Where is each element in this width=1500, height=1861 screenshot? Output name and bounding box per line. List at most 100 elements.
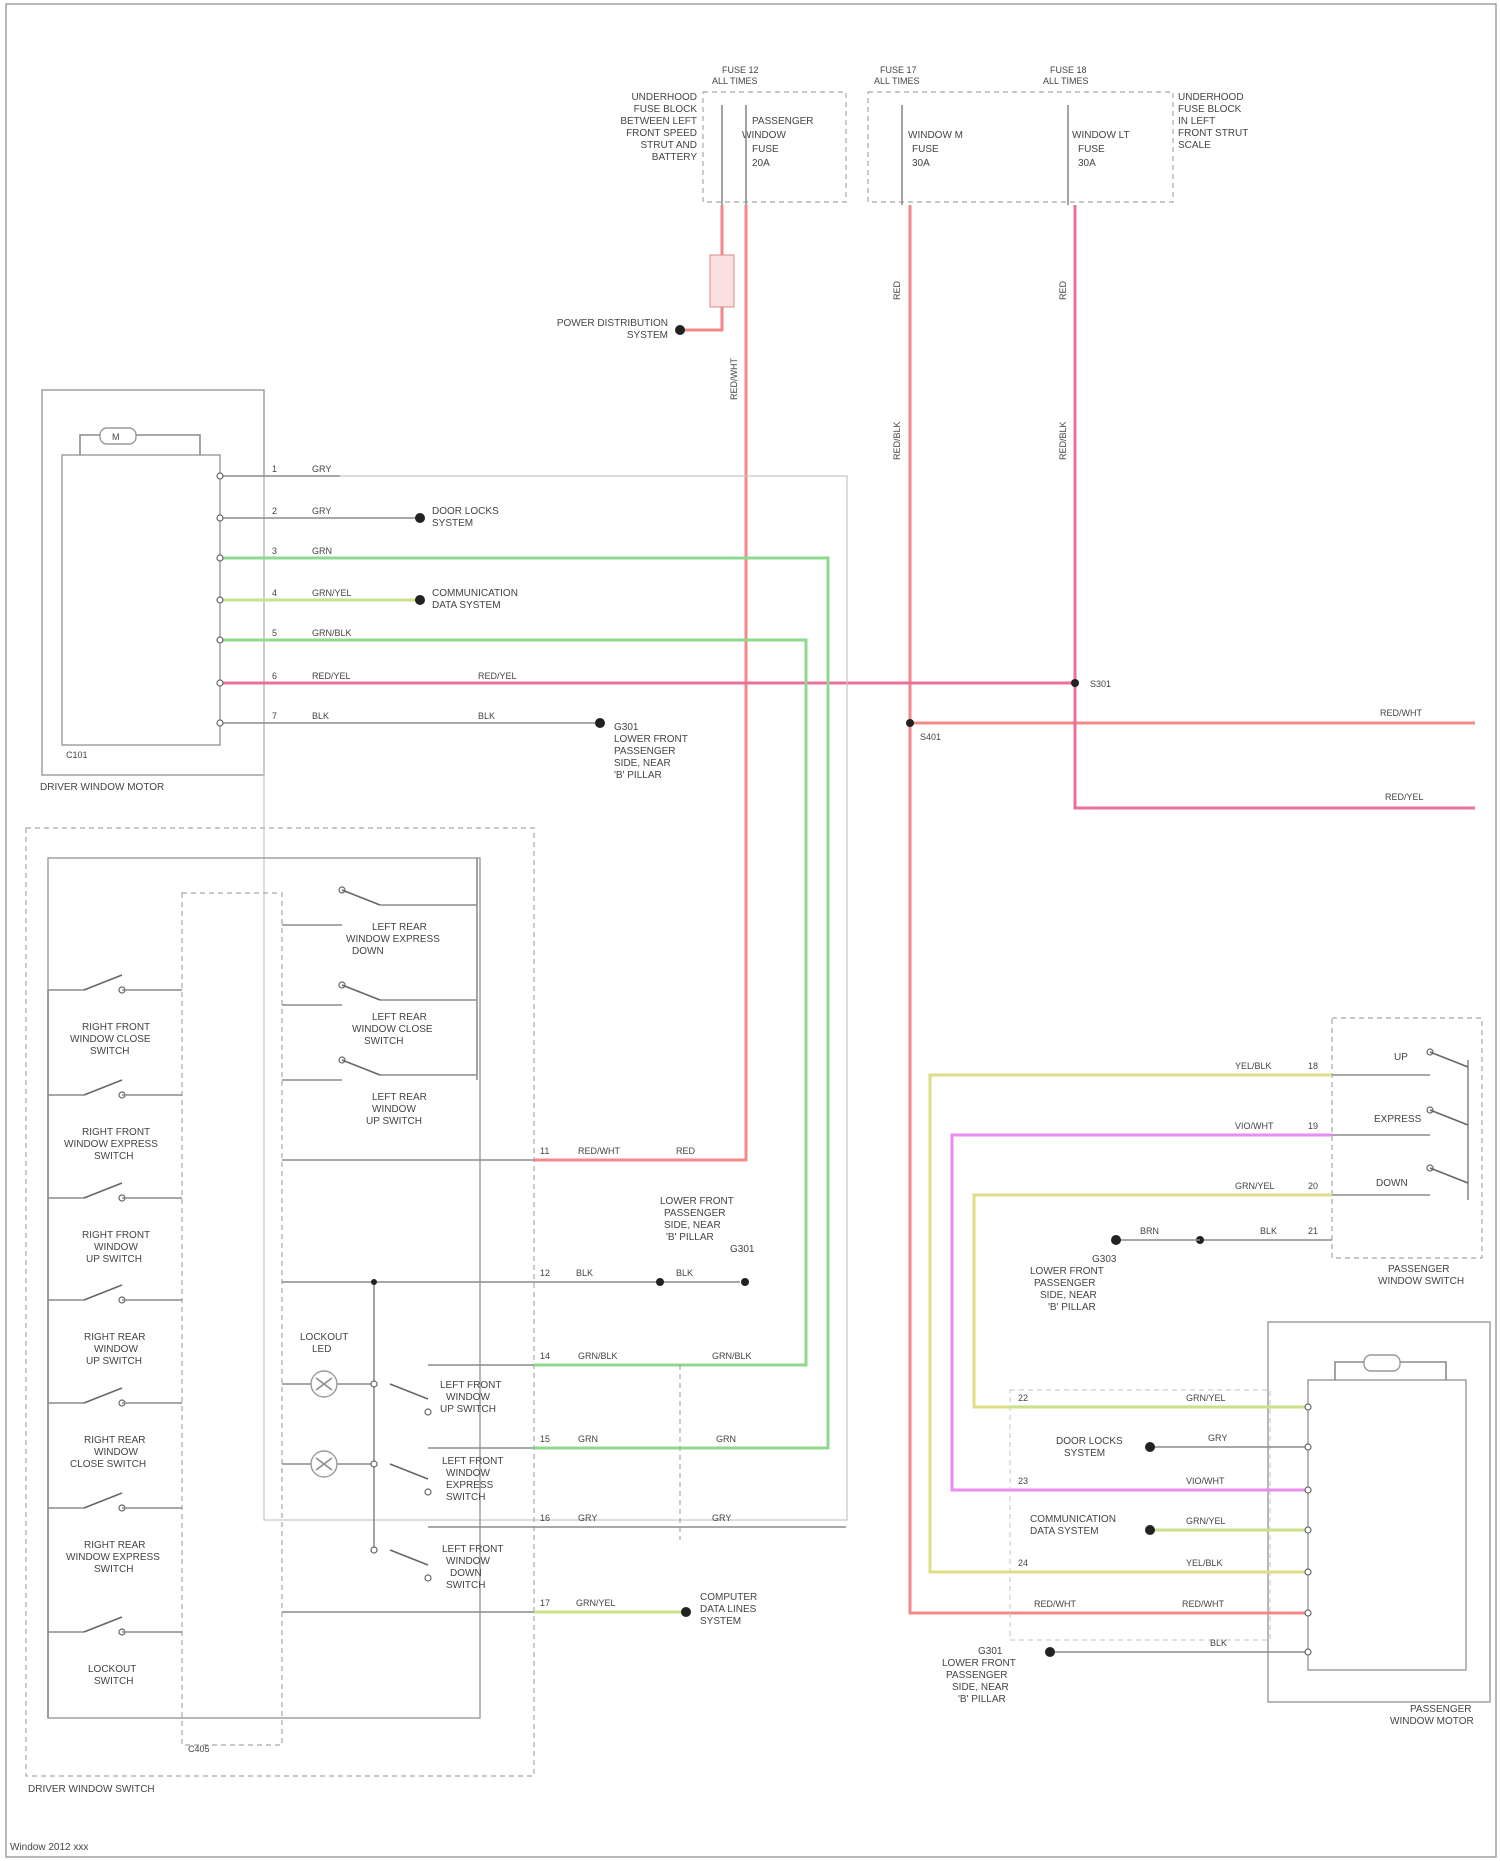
diagram-frame <box>6 4 1496 1857</box>
fuse-element-icon <box>710 255 734 307</box>
switch-left-rear-down: LEFT REAR WINDOW EXPRESS DOWN <box>282 887 477 957</box>
fuse-note-line: FUSE BLOCK <box>1178 104 1242 115</box>
wire-label: GRY <box>578 1513 597 1523</box>
pin-number: 22 <box>1018 1393 1028 1403</box>
fuse-c-text: WINDOW LT <box>1072 130 1130 141</box>
switch-label: UP <box>1394 1052 1408 1063</box>
switch-label: LEFT REAR <box>372 1012 427 1023</box>
switch-label: WINDOW <box>446 1468 490 1479</box>
switch-label: RIGHT FRONT <box>82 1022 150 1033</box>
ground-note: PASSENGER <box>946 1670 1008 1681</box>
ground-note: 'B' PILLAR <box>1048 1302 1096 1313</box>
component-title: DRIVER WINDOW SWITCH <box>28 1784 155 1795</box>
ground-note: PASSENGER <box>1034 1278 1096 1289</box>
fuse-c-title: FUSE 18 <box>1050 65 1087 75</box>
fuse-block-left: FUSE 12 ALL TIMES UNDERHOOD FUSE BLOCK B… <box>620 65 846 205</box>
switch-label: LEFT REAR <box>372 922 427 933</box>
component-title: PASSENGER <box>1410 1704 1472 1715</box>
fuse-note-line: IN LEFT <box>1178 116 1215 127</box>
fuse-a-text: WINDOW <box>742 130 786 141</box>
pin-number: 7 <box>272 711 277 721</box>
switch-label: WINDOW <box>94 1242 138 1253</box>
comm-bus-label: DATA SYSTEM <box>1030 1526 1099 1537</box>
wire-label: BLK <box>478 711 495 721</box>
switch-label: WINDOW <box>446 1556 490 1567</box>
pin-number: 24 <box>1018 1558 1028 1568</box>
splice-dot <box>906 719 914 727</box>
passenger-motor-wires: GRN/YEL 22 GRY DOOR LOCKS SYSTEM VIO/WHT… <box>942 1393 1311 1705</box>
switch-label: WINDOW <box>446 1392 490 1403</box>
driver-window-motor: M C101 DRIVER WINDOW MOTOR <box>40 390 264 793</box>
splice-dot <box>1071 679 1079 687</box>
wire-label: RED <box>892 280 902 300</box>
wire-label: GRN/BLK <box>712 1351 752 1361</box>
pin-number: 15 <box>540 1434 550 1444</box>
fuse-note-line: FUSE BLOCK <box>634 104 698 115</box>
driver-switch-harness: 11 RED/WHT RED 12 BLK BLK LOWER FRONT PA… <box>534 1146 846 1627</box>
computer-data-label: COMPUTER <box>700 1592 757 1603</box>
passenger-window-switch: PASSENGER WINDOW SWITCH UP EXPRESS DOWN <box>1332 1018 1482 1287</box>
driver-switch-rear-group: LEFT REAR WINDOW EXPRESS DOWN LEFT REAR … <box>282 858 534 1612</box>
led-label: LOCKOUT <box>300 1332 348 1343</box>
pass-switch-express: EXPRESS <box>1332 1107 1468 1135</box>
switch-label: DOWN <box>352 946 384 957</box>
switch-label: UP SWITCH <box>366 1116 422 1127</box>
ground-note: 'B' PILLAR <box>614 770 662 781</box>
power-dist-label: POWER DISTRIBUTION <box>557 318 668 329</box>
wire-label: GRN/YEL <box>576 1598 616 1608</box>
fuse-a-title: FUSE 12 <box>722 65 759 75</box>
wire-label: GRY <box>312 506 331 516</box>
ground-note: SIDE, NEAR <box>952 1682 1009 1693</box>
fuse-b-text: WINDOW M <box>908 130 963 141</box>
fuse-a-text: FUSE <box>752 144 779 155</box>
pin-number: 5 <box>272 628 277 638</box>
wire-label: GRN <box>312 546 332 556</box>
pin-number: 19 <box>1308 1121 1318 1131</box>
switch-label: RIGHT REAR <box>84 1540 146 1551</box>
switch-label: WINDOW EXPRESS <box>66 1552 160 1563</box>
fuse-a-sub: ALL TIMES <box>712 76 758 86</box>
switch-label: DOWN <box>1376 1178 1408 1189</box>
wire-label: RED/BLK <box>1058 421 1068 460</box>
ground-note: G303 <box>1092 1254 1117 1265</box>
passenger-switch-wires: YEL/BLK 18 VIO/WHT 19 GRN/YEL 20 BRN BLK… <box>930 1061 1332 1572</box>
fuse-a-text: PASSENGER <box>752 116 814 127</box>
ground-note: LOWER FRONT <box>614 734 688 745</box>
computer-data-label: DATA LINES <box>700 1604 757 1615</box>
door-lock-label: DOOR LOCKS <box>432 506 499 517</box>
fuse-c-text: FUSE <box>1078 144 1105 155</box>
switch-label: SWITCH <box>364 1036 403 1047</box>
fuse-note-line: BATTERY <box>652 152 698 163</box>
pin-number: 23 <box>1018 1476 1028 1486</box>
switch-right-rear-up: RIGHT REAR WINDOW UP SWITCH <box>48 1285 182 1367</box>
wire-label: BLK <box>312 711 329 721</box>
switch-right-rear-express: RIGHT REAR WINDOW EXPRESS SWITCH <box>48 1493 182 1575</box>
wire-label: YEL/BLK <box>1235 1061 1272 1071</box>
fuse-c-sub: ALL TIMES <box>1043 76 1089 86</box>
wire-label: GRY <box>312 464 331 474</box>
switch-label: EXPRESS <box>1374 1114 1422 1125</box>
diagram-footer: Window 2012 xxx <box>10 1842 88 1853</box>
fuse-a-text: 20A <box>752 158 770 169</box>
driver-switch-left-column: RIGHT FRONT WINDOW CLOSE SWITCH RIGHT FR… <box>48 975 182 1718</box>
computer-data-label: SYSTEM <box>700 1616 741 1627</box>
wire-label: RED/YEL <box>312 671 351 681</box>
fuse-b-text: 30A <box>912 158 930 169</box>
switch-label: DOWN <box>450 1568 482 1579</box>
comm-bus-label: COMMUNICATION <box>1030 1514 1116 1525</box>
fuse-b-sub: ALL TIMES <box>874 76 920 86</box>
switch-label: WINDOW <box>372 1104 416 1115</box>
wire-label: VIO/WHT <box>1186 1476 1225 1486</box>
motor-icon-label: M <box>112 432 120 442</box>
switch-label: WINDOW <box>94 1447 138 1458</box>
pin-number: 17 <box>540 1598 550 1608</box>
switch-lockout: LOCKOUT SWITCH <box>48 1617 182 1687</box>
switch-label: RIGHT REAR <box>84 1332 146 1343</box>
wire-label: RED <box>1058 280 1068 300</box>
fuse-note-line: SCALE <box>1178 140 1211 151</box>
switch-label: SWITCH <box>446 1492 485 1503</box>
pin-number: 20 <box>1308 1181 1318 1191</box>
switch-label: SWITCH <box>94 1676 133 1687</box>
pass-switch-up: UP <box>1332 1049 1468 1075</box>
switch-left-front-down: LEFT FRONT WINDOW DOWN SWITCH <box>371 1527 534 1591</box>
